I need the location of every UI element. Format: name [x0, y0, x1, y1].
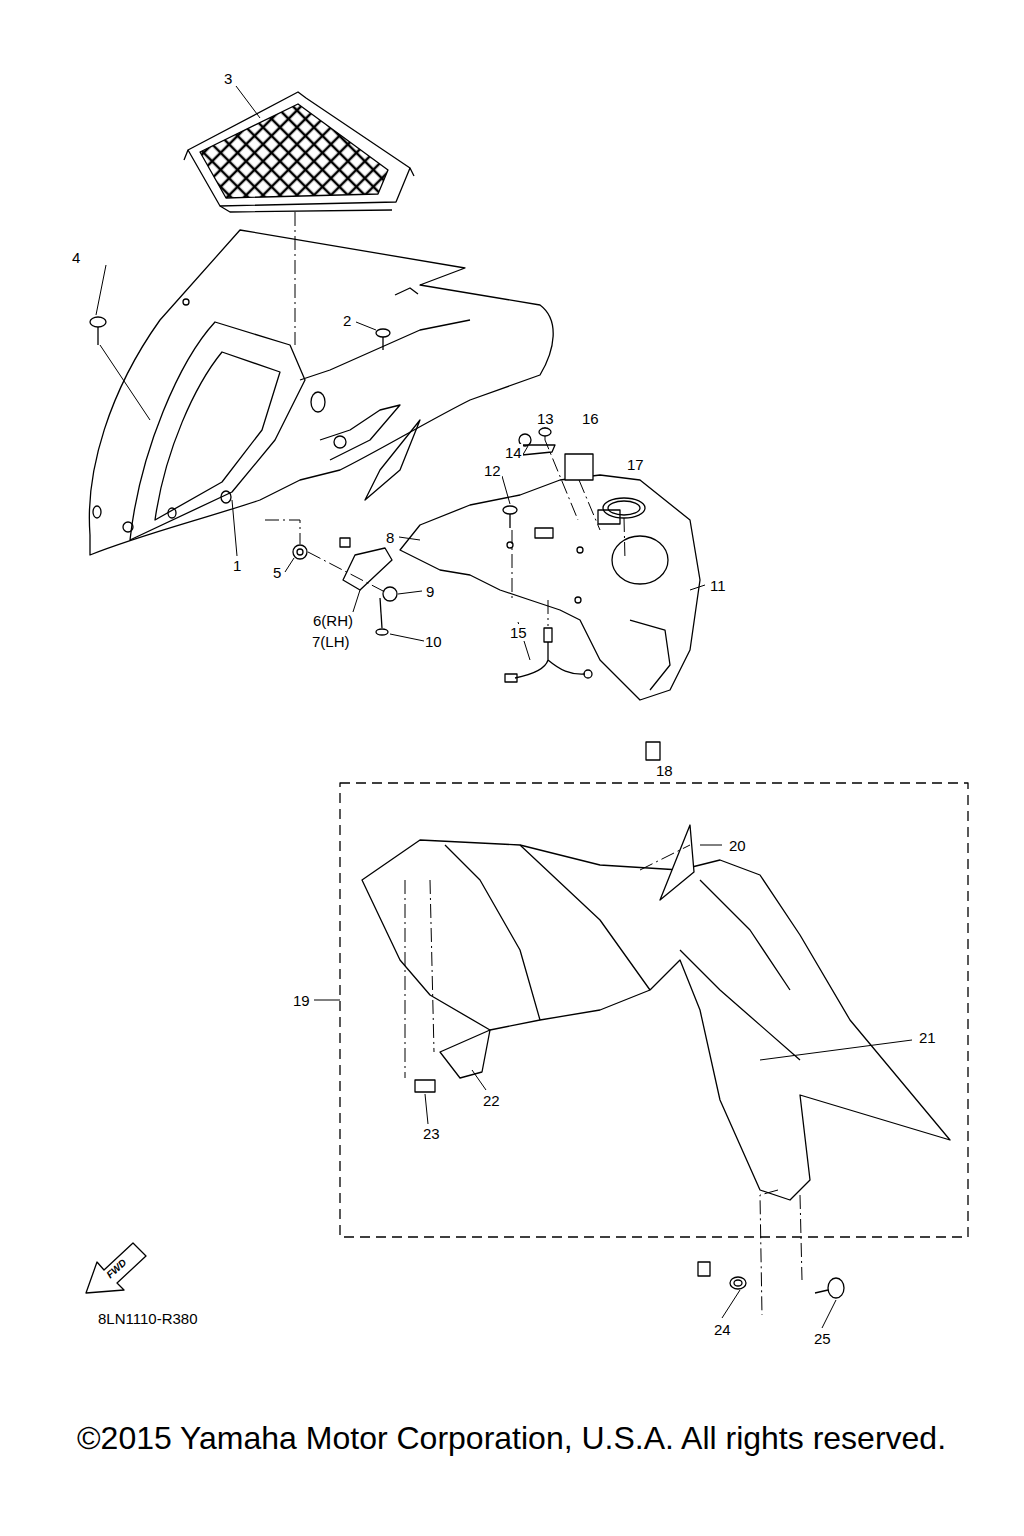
callout-number: 25 [813, 1330, 832, 1347]
callout-number: 1 [232, 557, 242, 574]
callout-number: 10 [424, 633, 443, 650]
callout-number: 18 [655, 762, 674, 779]
callout-number: 11 [709, 577, 727, 594]
callout-number: 12 [483, 462, 502, 479]
callout-number: 16 [581, 410, 600, 427]
callout-number: 2 [342, 312, 352, 329]
callout-number: 13 [536, 410, 555, 427]
callout-number: 21 [918, 1029, 937, 1046]
callout-number: 15 [509, 624, 528, 641]
callout-number: 17 [626, 456, 645, 473]
callout-number: 19 [292, 992, 311, 1009]
callout-number: 22 [482, 1092, 501, 1109]
callout-number: 5 [272, 564, 282, 581]
callout-number: 9 [425, 583, 435, 600]
callout-number: 24 [713, 1321, 732, 1338]
callout-number: 6(RH) [312, 612, 354, 629]
callout-number: 23 [422, 1125, 441, 1142]
callout-number: 7(LH) [311, 633, 351, 650]
callout-number: 3 [223, 70, 233, 87]
callout-number: 8 [385, 529, 395, 546]
diagram-code: 8LN1110-R380 [97, 1310, 199, 1327]
callout-number: 14 [504, 444, 523, 461]
callout-number: 20 [728, 837, 747, 854]
copyright-caption: ©2015 Yamaha Motor Corporation, U.S.A. A… [77, 1419, 946, 1457]
callout-number: 4 [71, 249, 81, 266]
